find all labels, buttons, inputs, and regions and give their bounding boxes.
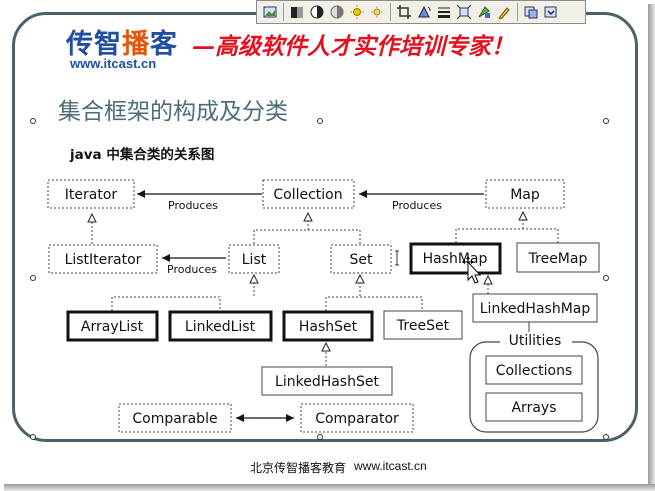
logo-text-3: 客 <box>150 29 178 60</box>
node-label: ListIterator <box>65 252 142 268</box>
footer-organization: 北京传智播客教育 <box>250 461 347 475</box>
selection-handle[interactable] <box>317 434 323 440</box>
text-cursor-icon <box>395 250 399 266</box>
node-linked-hash-set[interactable] <box>261 366 393 396</box>
picture-toolbar <box>256 0 586 24</box>
node-collection[interactable] <box>262 179 355 209</box>
reset-picture-icon[interactable] <box>523 4 539 20</box>
utilities-label-bg <box>500 332 572 350</box>
logo: 传智播客 <box>66 22 178 61</box>
selection-handle[interactable] <box>317 118 323 124</box>
node-label: Comparable <box>132 411 217 427</box>
node-map[interactable] <box>485 179 565 209</box>
selection-handle[interactable] <box>30 275 36 281</box>
set-transparent-color-icon[interactable] <box>496 4 512 20</box>
selection-handle[interactable] <box>603 118 609 124</box>
less-contrast-icon[interactable] <box>329 4 345 20</box>
logo-text-2: 播 <box>122 29 150 60</box>
node-label: HashMap <box>423 251 488 267</box>
node-hash-set[interactable] <box>282 310 374 342</box>
more-brightness-icon[interactable] <box>349 4 365 20</box>
rotate-icon[interactable] <box>416 4 432 20</box>
node-arrays[interactable] <box>485 392 583 422</box>
selection-handle[interactable] <box>603 434 609 440</box>
relation-lines <box>92 212 559 366</box>
logo-url: www.itcast.cn <box>70 56 157 71</box>
toolbar-separator <box>283 3 284 21</box>
produces-arrows <box>137 190 484 422</box>
slogan: —高级软件人才实作培训专家！ <box>192 33 514 60</box>
slide-title[interactable]: 集合框架的构成及分类 <box>58 99 288 125</box>
logo-text-1: 传智 <box>66 29 122 60</box>
node-array-list[interactable] <box>66 310 159 342</box>
node-label: TreeSet <box>396 318 450 334</box>
produces-label: Produces <box>392 199 442 212</box>
node-tree-map[interactable] <box>516 242 600 273</box>
node-list[interactable] <box>228 244 280 274</box>
node-label: LinkedList <box>185 319 256 335</box>
node-label: LinkedHashMap <box>480 301 591 317</box>
node-label: Map <box>510 187 540 203</box>
node-label: HashSet <box>299 319 358 335</box>
produces-label: Produces <box>168 199 218 212</box>
node-label: Set <box>350 252 374 268</box>
selection-handle[interactable] <box>30 118 36 124</box>
node-hash-map[interactable] <box>409 242 502 275</box>
line-style-icon[interactable] <box>436 4 452 20</box>
selection-handle[interactable] <box>603 275 609 281</box>
more-contrast-icon[interactable] <box>309 4 325 20</box>
edge-label-produces-2: Produces <box>392 199 442 212</box>
node-label: ArrayList <box>81 319 144 335</box>
compress-icon[interactable] <box>456 4 472 20</box>
toolbar-separator <box>390 3 391 21</box>
node-label: LinkedHashSet <box>275 374 379 390</box>
utilities-label: Utilities <box>509 333 562 349</box>
node-label: TreeMap <box>528 251 588 267</box>
insert-picture-icon[interactable] <box>262 4 278 20</box>
edge-label-produces-1: Produces <box>168 199 218 212</box>
edge-label-produces-3: Produces <box>167 263 217 276</box>
toolbar-options-icon[interactable] <box>543 4 559 20</box>
node-label: Collection <box>273 187 342 203</box>
node-label: Collections <box>496 363 573 379</box>
node-comparator[interactable] <box>300 403 414 433</box>
node-tree-set[interactable] <box>383 310 463 340</box>
selection-handle[interactable] <box>30 434 36 440</box>
node-linked-list[interactable] <box>168 310 273 342</box>
move-cursor-icon <box>462 256 482 284</box>
color-icon[interactable] <box>289 4 305 20</box>
node-list-iterator[interactable] <box>48 244 158 274</box>
crop-icon[interactable] <box>396 4 412 20</box>
node-set[interactable] <box>330 244 392 274</box>
node-collections[interactable] <box>485 355 583 385</box>
less-brightness-icon[interactable] <box>369 4 385 20</box>
node-iterator[interactable] <box>47 179 135 209</box>
node-label: Comparator <box>315 411 399 427</box>
toolbar-separator <box>517 3 518 21</box>
node-label: Iterator <box>65 187 118 203</box>
window-shadow-right <box>648 4 655 491</box>
produces-label: Produces <box>167 263 217 276</box>
window-shadow-bottom <box>4 484 655 491</box>
node-comparable[interactable] <box>118 403 232 433</box>
node-linked-hash-map[interactable] <box>472 293 598 323</box>
footer-url: www.itcast.cn <box>354 459 427 473</box>
node-label: Arrays <box>511 400 556 416</box>
figure-caption: java 中集合类的关系图 <box>70 147 215 163</box>
node-label: List <box>242 252 267 268</box>
format-picture-icon[interactable] <box>476 4 492 20</box>
